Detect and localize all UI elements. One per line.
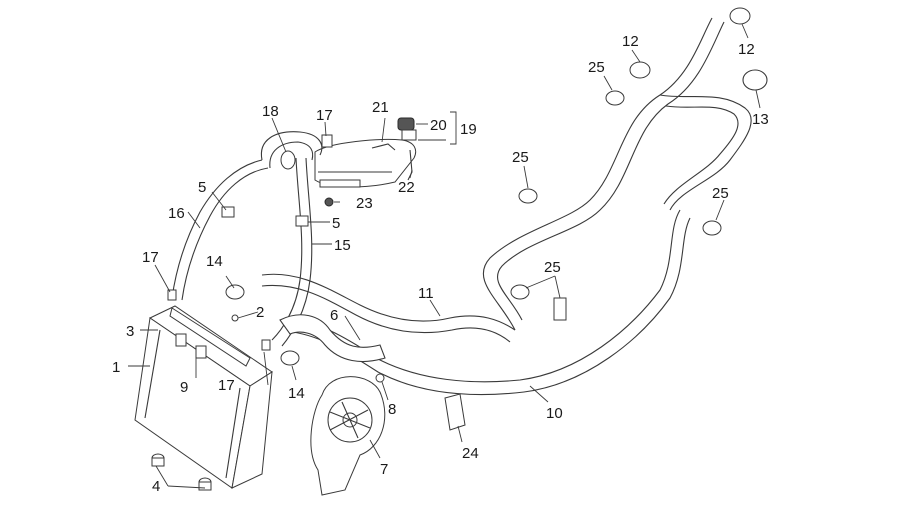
callout-17b: 17 xyxy=(316,107,333,124)
callout-14b: 14 xyxy=(288,385,305,402)
screw-2 xyxy=(231,314,239,322)
clip-22 xyxy=(407,149,413,181)
callout-8: 8 xyxy=(388,401,396,418)
callout-20: 20 xyxy=(430,117,447,134)
callout-25a: 25 xyxy=(588,59,605,76)
callout-labels: 1 2 3 4 5 5 6 7 8 9 10 11 12 12 13 14 14… xyxy=(112,33,769,495)
bracket-24 xyxy=(444,393,466,431)
tank-cap-20 xyxy=(397,117,417,141)
callout-25c: 25 xyxy=(712,185,729,202)
callout-25d: 25 xyxy=(544,259,561,276)
clamp-14 xyxy=(225,284,300,366)
callout-19: 19 xyxy=(460,121,477,138)
vent-tube-21 xyxy=(371,143,396,151)
screw-8 xyxy=(375,373,385,383)
clamp-13 xyxy=(742,69,768,91)
callout-16: 16 xyxy=(168,205,185,222)
callout-17a: 17 xyxy=(142,249,159,266)
callout-12b: 12 xyxy=(738,41,755,58)
callout-3: 3 xyxy=(126,323,134,340)
clamp-12 xyxy=(629,7,751,79)
rubber-mount-4 xyxy=(151,453,212,491)
callout-14a: 14 xyxy=(206,253,223,270)
clamp-17 xyxy=(321,134,333,148)
callout-4: 4 xyxy=(152,478,160,495)
clip-5 xyxy=(221,206,235,218)
callout-17c: 17 xyxy=(218,377,235,394)
clamp-25 xyxy=(510,90,722,321)
callout-5b: 5 xyxy=(332,215,340,232)
expansion-tank xyxy=(314,139,417,188)
callout-15: 15 xyxy=(334,237,351,254)
callout-24: 24 xyxy=(462,445,479,462)
grommet-23 xyxy=(324,197,334,207)
callout-18: 18 xyxy=(262,103,279,120)
callout-5a: 5 xyxy=(198,179,206,196)
callout-21: 21 xyxy=(372,99,389,116)
callout-1: 1 xyxy=(112,359,120,376)
callout-2: 2 xyxy=(256,304,264,321)
callout-6: 6 xyxy=(330,307,338,324)
cooling-fan xyxy=(310,376,386,496)
clamp-18 xyxy=(280,150,296,170)
callout-10: 10 xyxy=(546,405,563,422)
callout-7: 7 xyxy=(380,461,388,478)
radiator xyxy=(134,305,273,489)
callout-22: 22 xyxy=(398,179,415,196)
callout-12a: 12 xyxy=(622,33,639,50)
hose-16 xyxy=(171,159,263,299)
callout-9: 9 xyxy=(180,379,188,396)
callout-23: 23 xyxy=(356,195,373,212)
callout-13: 13 xyxy=(752,111,769,128)
callout-11: 11 xyxy=(418,285,434,302)
leader-lines xyxy=(128,23,761,489)
callout-25b: 25 xyxy=(512,149,529,166)
